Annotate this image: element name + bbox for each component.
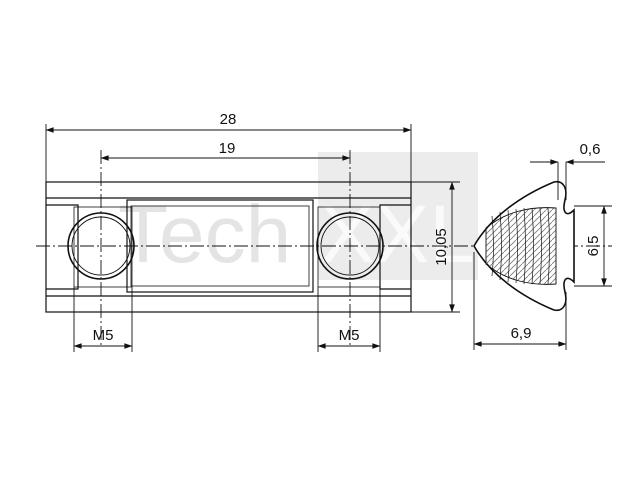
- watermark: Tech XXL: [118, 152, 478, 280]
- watermark-text-xxl: XXL: [320, 189, 475, 280]
- watermark-text-tech: Tech: [118, 189, 291, 280]
- side-profile: [473, 180, 575, 312]
- dim-height: [411, 181, 460, 313]
- profile-thread-hatch: [485, 207, 557, 285]
- dim-profile-width-label: 6,9: [511, 325, 532, 342]
- dim-profile-height: [574, 205, 612, 287]
- body-outline: [45, 181, 412, 313]
- dim-thread-right: [317, 287, 381, 352]
- left-hole-frame: [73, 206, 133, 288]
- dim-thread-left: [73, 287, 133, 352]
- dim-profile-offset-label: 0,6: [580, 141, 601, 158]
- dim-profile-offset: [530, 159, 605, 200]
- dim-overall-length-label: 28: [220, 111, 237, 128]
- dim-thread-right-label: M5: [339, 327, 360, 344]
- dim-profile-width: [473, 252, 567, 350]
- right-hole-frame: [317, 206, 381, 288]
- dim-profile-height-label: 6,5: [585, 236, 602, 257]
- dim-height-label: 10,05: [433, 228, 450, 266]
- dim-overall-length: [45, 124, 412, 182]
- dim-thread-left-label: M5: [93, 327, 114, 344]
- dim-hole-spacing-label: 19: [219, 140, 236, 157]
